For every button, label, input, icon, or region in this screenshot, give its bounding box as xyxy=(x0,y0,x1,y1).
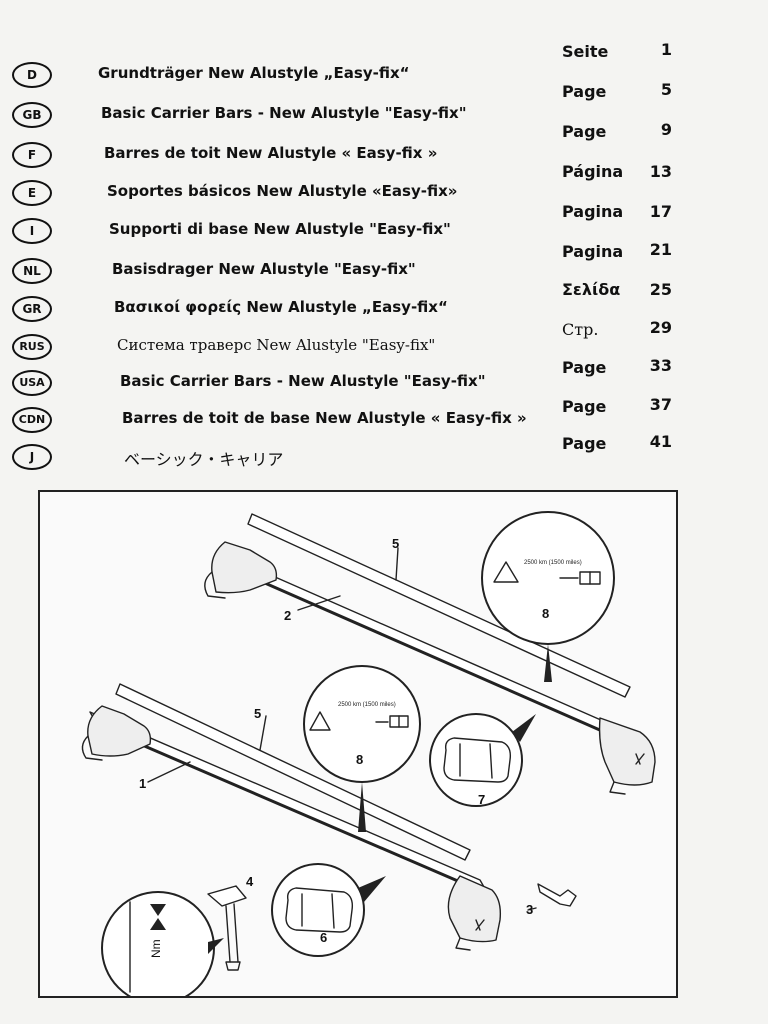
toc-page-label: Página xyxy=(562,162,624,181)
assembly-illustration: 1 2 3 4 5 5 6 7 8 8 2500 km (1500 miles)… xyxy=(38,490,678,998)
roof-bar-diagram: 1 2 3 4 5 5 6 7 8 8 2500 km (1500 miles)… xyxy=(81,511,656,996)
toc-row-j: J ベーシック・キャリア Page 41 xyxy=(0,432,768,474)
toc-title: Βασικοί φορείς New Alustyle „Easy-fix“ xyxy=(114,298,448,316)
toc-page-number: 33 xyxy=(649,356,672,375)
warning-icon xyxy=(493,561,519,583)
toc-page-number: 9 xyxy=(660,120,672,139)
toc-page-number: 5 xyxy=(660,80,672,99)
toc-row-gb: GB Basic Carrier Bars - New Alustyle "Ea… xyxy=(0,80,768,132)
language-badge: USA xyxy=(12,370,52,396)
toc-title: Soportes básicos New Alustyle «Easy-fix» xyxy=(107,182,458,200)
toc-row-rus: RUS Система траверс New Alustyle "Easy-f… xyxy=(0,318,768,364)
toc-title: Barres de toit New Alustyle « Easy-fix » xyxy=(104,144,438,162)
language-badge: J xyxy=(12,444,52,470)
toc-page-label: Pagina xyxy=(562,242,624,261)
toc-row-d: D Grundträger New Alustyle „Easy-fix“ Se… xyxy=(0,40,768,92)
toc-row-nl: NL Basisdrager New Alustyle "Easy-fix" P… xyxy=(0,240,768,288)
foot-lower-left xyxy=(87,705,152,757)
toc-page-label: Page xyxy=(562,122,607,141)
toc-title: Barres de toit de base New Alustyle « Ea… xyxy=(122,409,527,427)
toc-title: ベーシック・キャリア xyxy=(124,450,284,469)
toc-page-label: Стр. xyxy=(562,320,599,339)
lock-key xyxy=(537,883,577,907)
rubber-strip-upper xyxy=(247,513,631,698)
language-badge: GR xyxy=(12,296,52,322)
toc-title: Basic Carrier Bars - New Alustyle "Easy-… xyxy=(120,372,486,390)
car-top-view xyxy=(285,887,354,933)
toc-title: Grundträger New Alustyle „Easy-fix“ xyxy=(98,64,410,82)
toc-row-gr: GR Βασικοί φορείς New Alustyle „Easy-fix… xyxy=(0,280,768,326)
toc-page-label: Page xyxy=(562,82,607,101)
detail-circle-8-upper xyxy=(481,511,615,645)
toc-title: Basic Carrier Bars - New Alustyle "Easy-… xyxy=(101,104,467,122)
toc-row-f: F Barres de toit New Alustyle « Easy-fix… xyxy=(0,120,768,172)
distance-note: 2500 km (1500 miles) xyxy=(524,560,582,566)
toc-row-i: I Supporti di base New Alustyle "Easy-fi… xyxy=(0,202,768,248)
toc-row-cdn: CDN Barres de toit de base New Alustyle … xyxy=(0,395,768,437)
distance-note: 2500 km (1500 miles) xyxy=(338,702,396,708)
callout-8-lower: 8 xyxy=(356,752,363,767)
toc-page-label: Pagina xyxy=(562,202,624,221)
toc-page-number: 29 xyxy=(649,318,672,337)
toc-page-number: 41 xyxy=(649,432,672,451)
torque-key xyxy=(207,885,247,907)
language-badge: GB xyxy=(12,102,52,128)
toc-row-e: E Soportes básicos New Alustyle «Easy-fi… xyxy=(0,162,768,210)
toc-title: Basisdrager New Alustyle "Easy-fix" xyxy=(112,260,416,278)
callout-4: 4 xyxy=(246,874,254,889)
warning-icon xyxy=(309,711,331,731)
toc-page-number: 21 xyxy=(649,240,672,259)
toc-page-number: 17 xyxy=(649,202,672,221)
toc-page-label: Page xyxy=(562,434,607,453)
toc-page-label: Page xyxy=(562,397,607,416)
toc-title: Система траверс New Alustyle "Easy-fix" xyxy=(117,336,436,354)
language-badge: F xyxy=(12,142,52,168)
toc-page-number: 37 xyxy=(649,395,672,414)
callout-8-upper: 8 xyxy=(542,606,549,621)
callout-5-upper: 5 xyxy=(392,536,399,551)
language-badge: NL xyxy=(12,258,52,284)
detail-circle-6 xyxy=(271,863,365,957)
detail-circle-7 xyxy=(429,713,523,807)
language-badge: CDN xyxy=(12,407,52,433)
callout-5-lower: 5 xyxy=(254,706,261,721)
language-badge: RUS xyxy=(12,334,52,360)
toc-row-usa: USA Basic Carrier Bars - New Alustyle "E… xyxy=(0,356,768,400)
toc-page-label: Page xyxy=(562,358,607,377)
torque-unit: Nm xyxy=(149,939,163,958)
foot-lower-right xyxy=(447,875,502,943)
toc-page-number: 25 xyxy=(649,280,672,299)
toc-title: Supporti di base New Alustyle "Easy-fix" xyxy=(109,220,451,238)
car-top-view xyxy=(443,737,512,783)
language-index: D Grundträger New Alustyle „Easy-fix“ Se… xyxy=(0,0,768,470)
toc-page-number: 13 xyxy=(649,162,672,181)
foot-upper-left xyxy=(211,541,278,594)
language-badge: E xyxy=(12,180,52,206)
callout-1: 1 xyxy=(139,776,146,791)
language-badge: I xyxy=(12,218,52,244)
callout-7: 7 xyxy=(478,792,485,807)
callout-6: 6 xyxy=(320,930,327,945)
toc-page-label: Seite xyxy=(562,42,609,61)
callout-2: 2 xyxy=(284,608,291,623)
callout-3: 3 xyxy=(526,902,533,917)
toc-page-label: Σελίδα xyxy=(562,280,621,299)
rubber-strip-lower xyxy=(115,683,471,861)
toc-page-number: 1 xyxy=(660,40,672,59)
foot-upper-right xyxy=(598,717,656,786)
language-badge: D xyxy=(12,62,52,88)
